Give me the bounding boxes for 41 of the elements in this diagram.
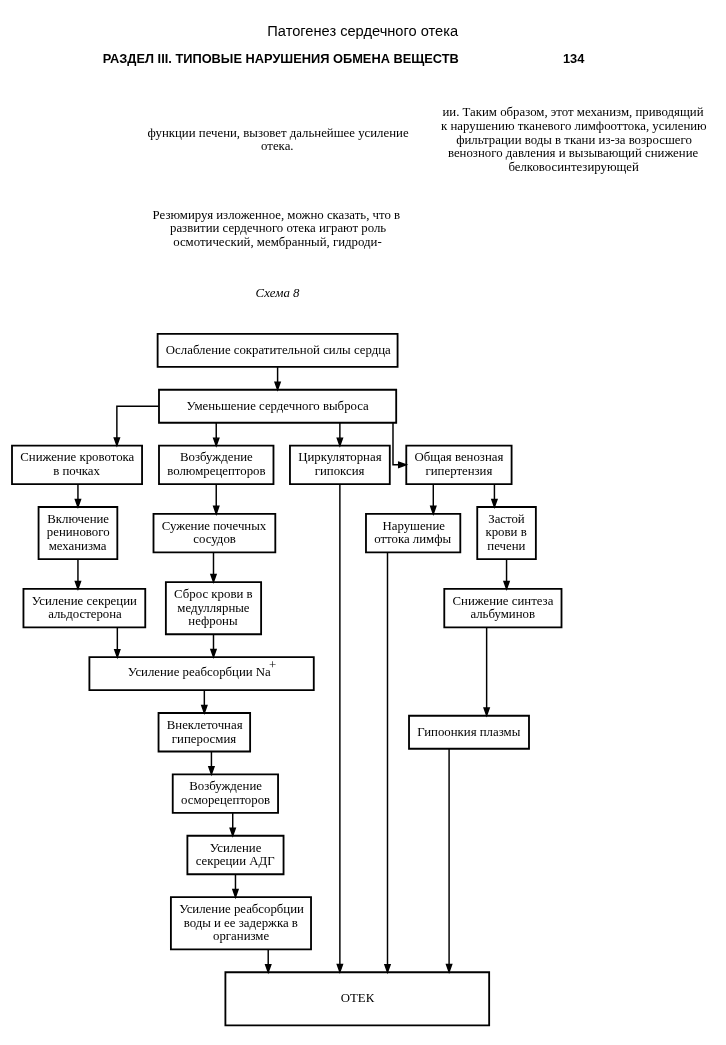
node-box: Сброс крови в медуллярные нефроны xyxy=(164,580,263,635)
node-box: Циркуляторная гипоксия xyxy=(289,444,391,485)
diagram-title: Патогенез сердечного отека xyxy=(267,22,459,39)
arrow xyxy=(392,421,409,468)
label: РАЗДЕЛ III. ТИПОВЫЕ НАРУШЕНИЯ ОБМЕНА ВЕЩЕСТВ xyxy=(102,50,459,66)
arrow xyxy=(74,482,82,509)
arrow xyxy=(336,421,344,448)
arrow xyxy=(74,558,82,591)
node-box: Возбуждение осморецепторов xyxy=(171,773,279,814)
arrow xyxy=(429,482,437,516)
node-box: Сужение почечных сосудов xyxy=(152,512,277,553)
node-box: Общая венозная гипертензия xyxy=(405,444,513,485)
node-box: Возбуждение волюмрецепторов xyxy=(158,444,275,485)
label: 134 xyxy=(562,50,585,66)
arrow xyxy=(483,626,491,718)
arrow xyxy=(209,551,218,584)
node-box: Снижение кровотока в почках xyxy=(11,444,143,485)
arrow xyxy=(113,405,160,448)
node-box: Усиление реабсорбции воды и ее задержка в организме xyxy=(170,895,312,950)
arrow xyxy=(212,482,220,516)
arrow xyxy=(445,747,453,974)
node-box: Усиление секреции АДГ xyxy=(186,834,285,875)
node-box: Ослабление сократительной силы сердца xyxy=(156,332,399,368)
node-box: Внеклеточная гиперосмия xyxy=(157,711,252,752)
arrow xyxy=(336,482,344,974)
node-box: Гипоонкия плазмы xyxy=(408,714,530,750)
arrow xyxy=(383,551,392,974)
node-box: Снижение синтеза альбуминов xyxy=(443,587,563,628)
label: функции печени, вызовет дальнейшее усиление отека. xyxy=(147,125,409,153)
arrow xyxy=(113,626,121,659)
node-box: Застой крови в печени xyxy=(476,505,537,560)
node-box: Включение ренинового механизма xyxy=(37,505,119,560)
node-box: Усиление секреции альдостерона xyxy=(22,587,147,628)
node-box: Уменьшение сердечного выброса xyxy=(158,388,398,424)
node-box: Нарушение оттока лимфы xyxy=(365,512,462,553)
label: Схема 8 xyxy=(255,285,300,300)
label: Резюмируя изложенное, можно сказать, что в развитии сердечного отека играют роль осмотический, мембранный, гидроди- xyxy=(152,207,401,249)
node-box: ОТЕК xyxy=(224,970,491,1026)
arrow xyxy=(502,558,511,591)
arrow xyxy=(264,948,272,974)
label: ии. Таким образом, этот механизм, приводящий к нарушению тканевого лимфооттока, усилению фильтрации воды в ткани из-за возросшего венозного давления и вызывающий снижение белковосинтезирующей xyxy=(441,104,707,174)
